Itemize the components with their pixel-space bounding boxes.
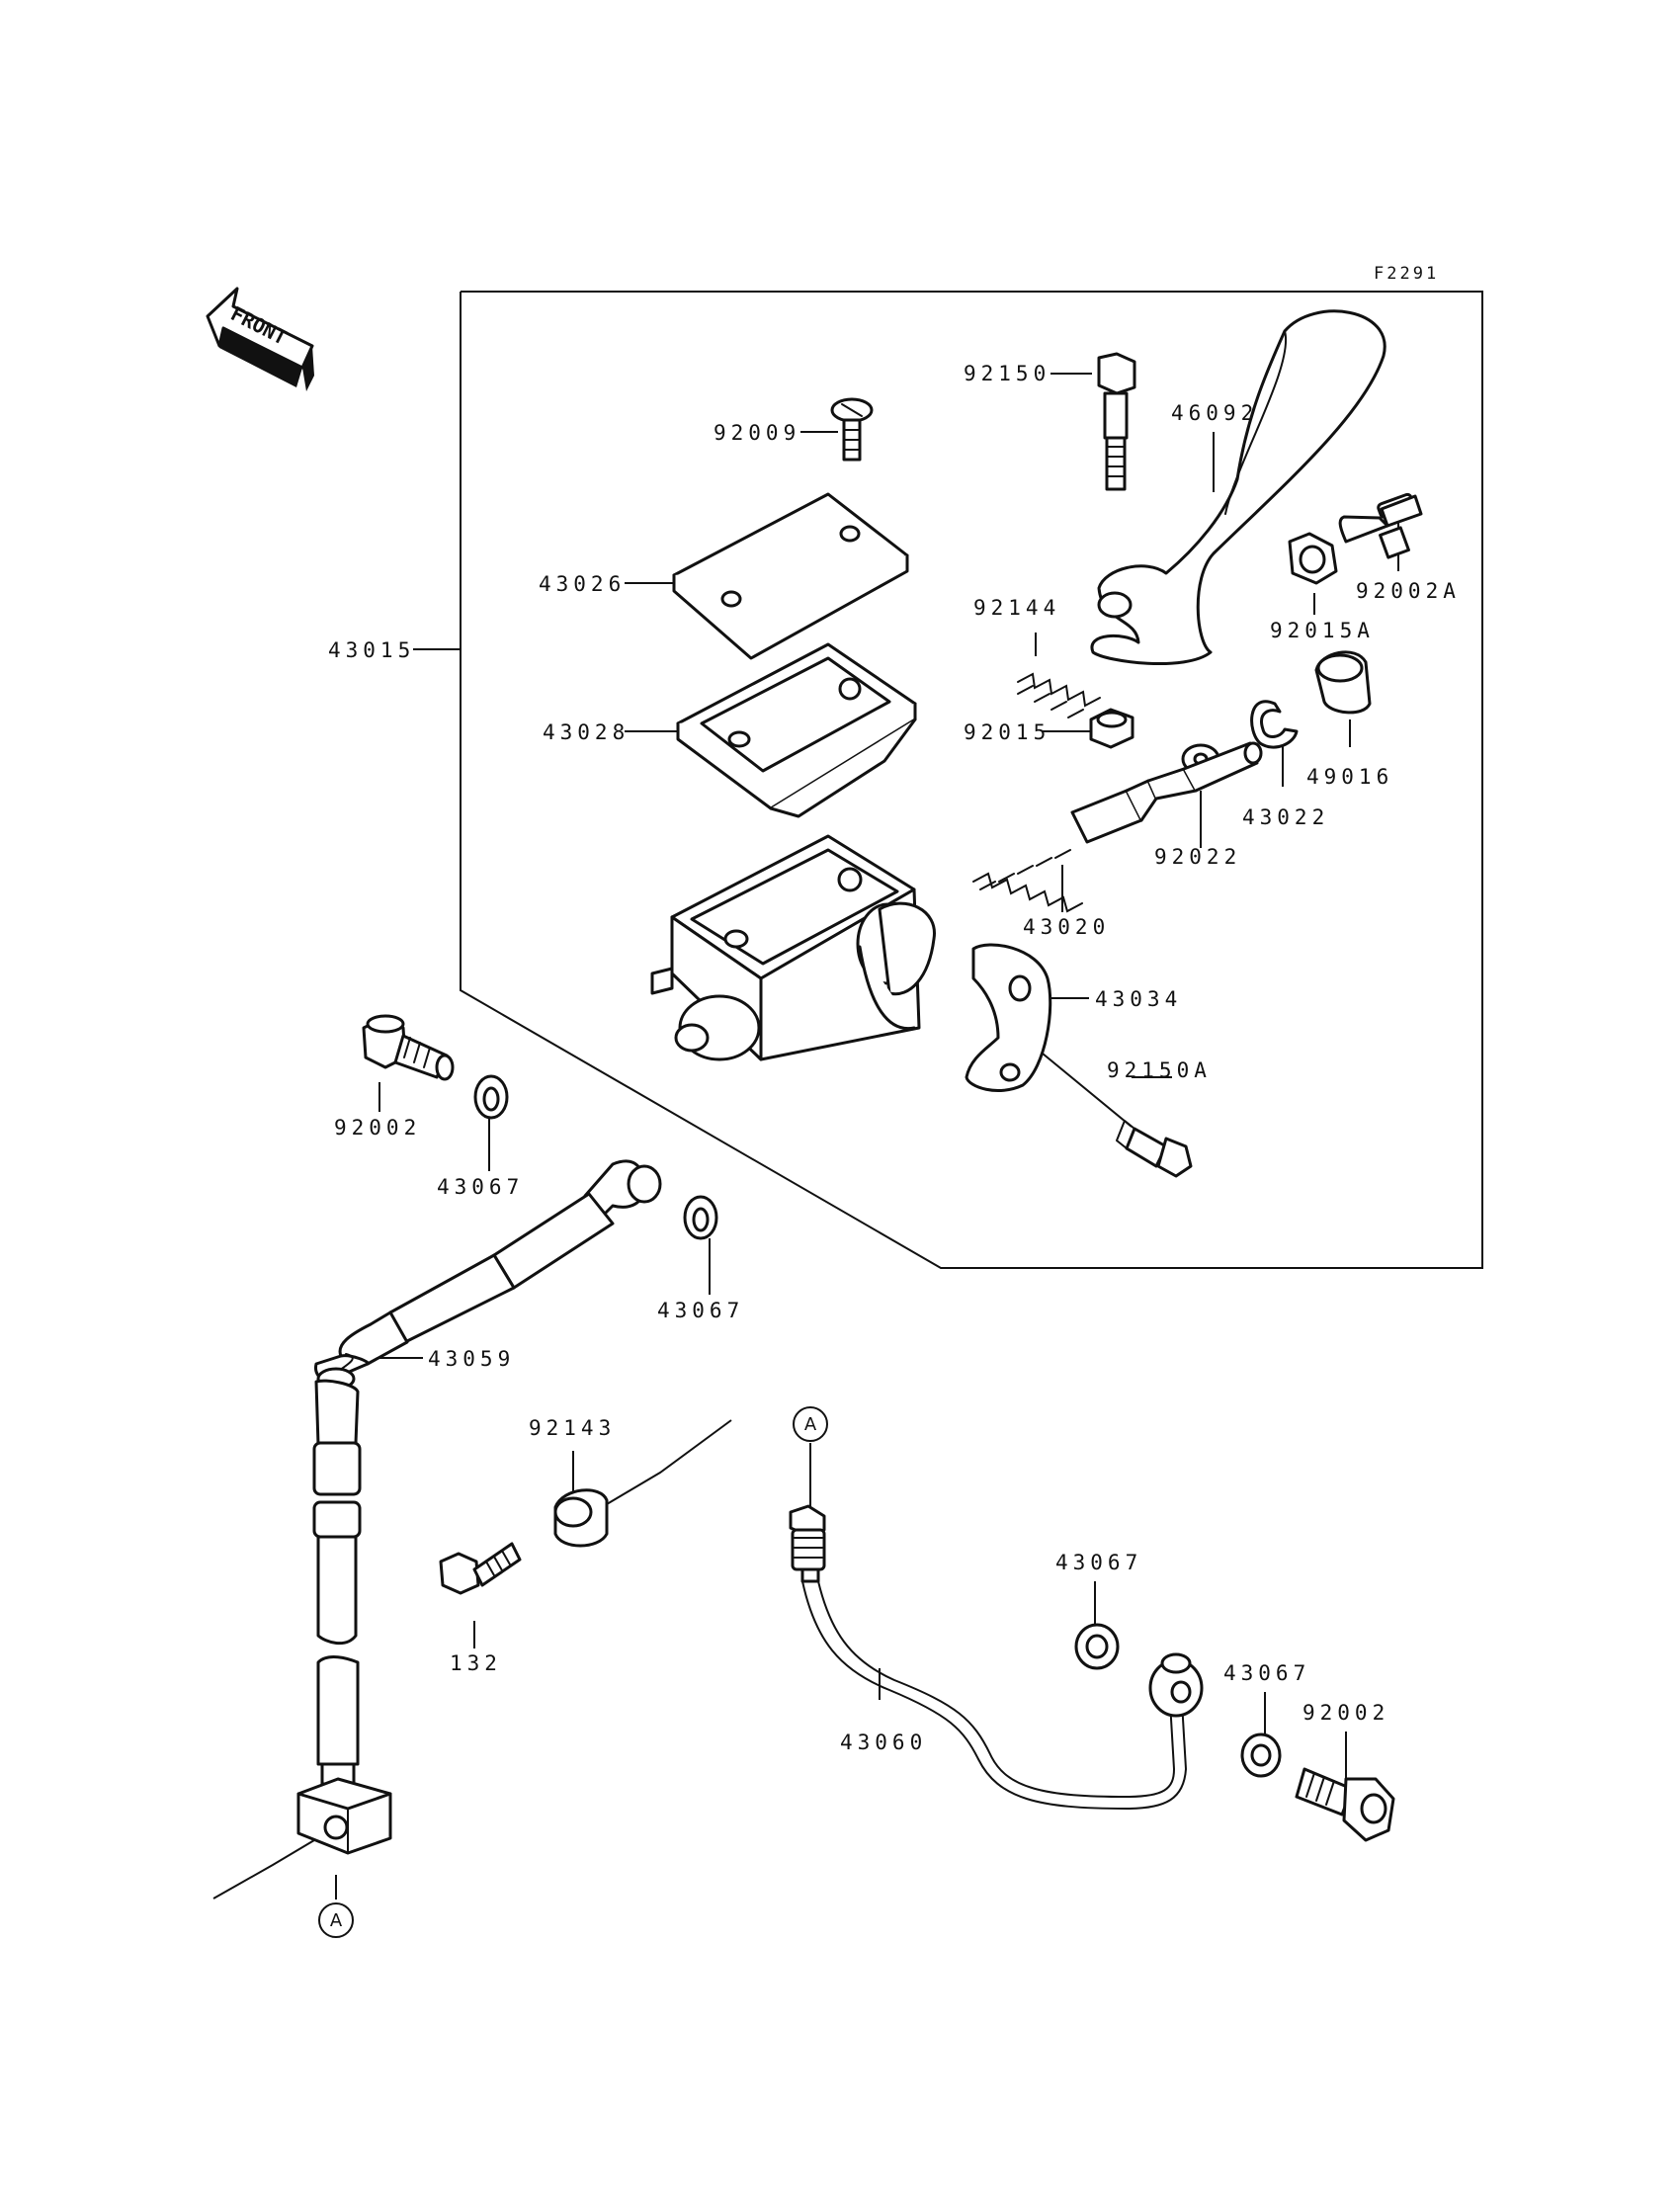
label-43020: 43020 xyxy=(1023,915,1110,939)
svg-text:A: A xyxy=(330,1910,343,1931)
nut-92015-icon xyxy=(1089,708,1134,749)
assembly-boundary xyxy=(460,291,1483,1269)
label-43067-b: 43067 xyxy=(657,1299,744,1322)
label-92015a: 92015A xyxy=(1270,619,1375,642)
ref-mark-bottom: A xyxy=(318,1902,354,1938)
bolt-92150-icon xyxy=(1097,352,1136,491)
cover-43026-icon xyxy=(672,492,909,660)
label-43034: 43034 xyxy=(1095,987,1182,1011)
ref-mark-top: A xyxy=(793,1406,828,1442)
diaphragm-43028-icon xyxy=(676,642,917,818)
label-43059: 43059 xyxy=(428,1347,515,1371)
master-cylinder-body-icon xyxy=(650,834,936,1061)
label-43067-d: 43067 xyxy=(1223,1661,1310,1685)
label-92143: 92143 xyxy=(529,1416,616,1440)
label-92002-top: 92002 xyxy=(334,1116,421,1140)
front-arrow-icon: FRONT xyxy=(206,287,314,391)
label-43067-a: 43067 xyxy=(437,1175,524,1199)
screw-92009-icon xyxy=(830,397,874,462)
label-46092: 46092 xyxy=(1171,401,1258,425)
label-92022: 92022 xyxy=(1154,845,1241,869)
label-43015: 43015 xyxy=(328,638,415,662)
piston-43020-icon xyxy=(972,741,1263,913)
boot-49016-icon xyxy=(1314,650,1372,715)
lever-46092-icon xyxy=(1090,309,1386,666)
washer-43067-b-icon xyxy=(683,1195,718,1240)
bolt-92150a-icon xyxy=(1116,1120,1193,1178)
figure-code: F2291 xyxy=(1374,264,1439,284)
spring-92144-icon xyxy=(1017,672,1101,718)
label-92150: 92150 xyxy=(964,362,1050,385)
label-43060: 43060 xyxy=(840,1731,927,1754)
banjo-bolt-92002-bottom-icon xyxy=(1295,1767,1395,1842)
label-92144: 92144 xyxy=(973,596,1060,620)
bolt-132-icon xyxy=(439,1542,522,1595)
part-labels: 92150 46092 92009 43026 92002A 92144 920… xyxy=(328,362,1461,1754)
hose-43059-icon xyxy=(296,1159,662,1855)
collar-92143-icon xyxy=(553,1488,609,1548)
washer-43067-d-icon xyxy=(1240,1732,1282,1778)
label-132: 132 xyxy=(450,1651,502,1675)
circlip-43022-icon xyxy=(1250,700,1299,749)
label-92150a: 92150A xyxy=(1107,1058,1212,1082)
label-49016: 49016 xyxy=(1306,765,1393,789)
label-92002-bottom: 92002 xyxy=(1302,1701,1389,1725)
label-92015: 92015 xyxy=(964,720,1050,744)
label-43022: 43022 xyxy=(1242,805,1329,829)
svg-text:A: A xyxy=(804,1414,817,1435)
label-43028: 43028 xyxy=(543,720,630,744)
washer-43067-a-icon xyxy=(473,1074,509,1120)
label-43026: 43026 xyxy=(539,572,626,596)
clamp-43034-icon xyxy=(965,943,1052,1092)
nut-92015a-icon xyxy=(1288,532,1338,585)
banjo-bolt-92002-top-icon xyxy=(362,1014,455,1081)
label-43067-c: 43067 xyxy=(1055,1551,1142,1574)
washer-43067-c-icon xyxy=(1074,1623,1120,1670)
pipe-43060-icon xyxy=(789,1504,1204,1811)
label-92009: 92009 xyxy=(714,421,800,445)
bolt-92002a-icon xyxy=(1338,492,1423,559)
label-92002a: 92002A xyxy=(1356,579,1461,603)
